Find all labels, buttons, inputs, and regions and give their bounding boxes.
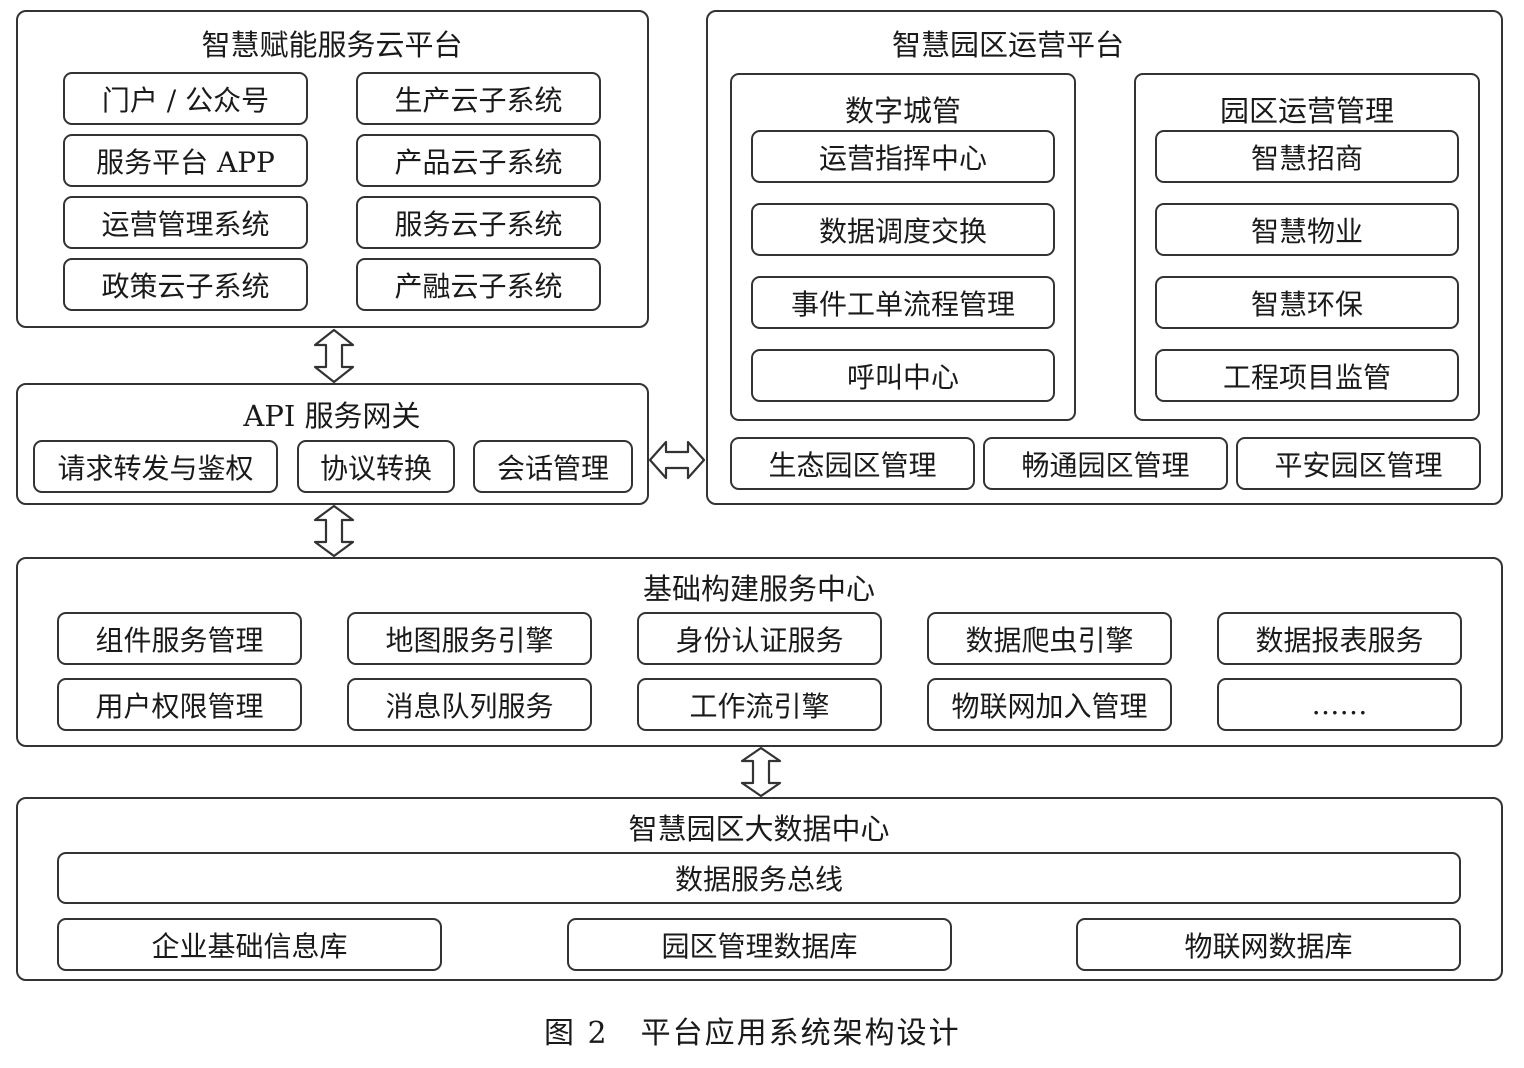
- command-center-box: 运营指挥中心: [751, 130, 1055, 183]
- smooth-park-box: 畅通园区管理: [983, 437, 1228, 490]
- protocol-convert-box: 协议转换: [297, 440, 455, 493]
- park-operations-title: 园区运营管理: [1219, 94, 1395, 128]
- infrastructure-title: 基础构建服务中心: [642, 572, 876, 606]
- finance-cloud-box: 产融云子系统: [356, 258, 601, 311]
- crawler-engine-box: 数据爬虫引擎: [927, 612, 1172, 665]
- digital-city-title: 数字城管: [844, 94, 962, 128]
- service-app-box: 服务平台 APP: [63, 134, 308, 187]
- production-cloud-box: 生产云子系统: [356, 72, 601, 125]
- request-forward-box: 请求转发与鉴权: [33, 440, 278, 493]
- portal-box: 门户 / 公众号: [63, 72, 308, 125]
- call-center-box: 呼叫中心: [751, 349, 1055, 402]
- enterprise-db-box: 企业基础信息库: [57, 918, 442, 971]
- eco-park-box: 生态园区管理: [730, 437, 975, 490]
- identity-auth-box: 身份认证服务: [637, 612, 882, 665]
- product-cloud-box: 产品云子系统: [356, 134, 601, 187]
- api-gateway-title: API 服务网关: [243, 399, 421, 433]
- cloud-platform-title: 智慧赋能服务云平台: [201, 28, 463, 62]
- policy-cloud-box: 政策云子系统: [63, 258, 308, 311]
- arrow-infrastructure-bigdata: [740, 746, 782, 798]
- map-engine-box: 地图服务引擎: [347, 612, 592, 665]
- service-cloud-box: 服务云子系统: [356, 196, 601, 249]
- big-data-title: 智慧园区大数据中心: [628, 812, 890, 846]
- operations-platform-title: 智慧园区运营平台: [891, 28, 1125, 62]
- figure-caption: 图 2 平台应用系统架构设计: [544, 1016, 961, 1051]
- arrow-api-infrastructure: [313, 504, 355, 558]
- smart-environment-box: 智慧环保: [1155, 276, 1459, 329]
- data-exchange-box: 数据调度交换: [751, 203, 1055, 256]
- park-management-db-box: 园区管理数据库: [567, 918, 952, 971]
- operation-management-box: 运营管理系统: [63, 196, 308, 249]
- iot-db-box: 物联网数据库: [1076, 918, 1461, 971]
- project-supervision-box: 工程项目监管: [1155, 349, 1459, 402]
- ellipsis-box: ……: [1217, 678, 1462, 731]
- work-order-box: 事件工单流程管理: [751, 276, 1055, 329]
- session-management-box: 会话管理: [473, 440, 633, 493]
- smart-property-box: 智慧物业: [1155, 203, 1459, 256]
- arrow-api-operations: [648, 440, 706, 480]
- workflow-engine-box: 工作流引擎: [637, 678, 882, 731]
- component-service-box: 组件服务管理: [57, 612, 302, 665]
- safe-park-box: 平安园区管理: [1236, 437, 1481, 490]
- smart-investment-box: 智慧招商: [1155, 130, 1459, 183]
- iot-access-box: 物联网加入管理: [927, 678, 1172, 731]
- data-bus-box: 数据服务总线: [57, 852, 1461, 904]
- report-service-box: 数据报表服务: [1217, 612, 1462, 665]
- arrow-cloud-api: [313, 328, 355, 384]
- user-permission-box: 用户权限管理: [57, 678, 302, 731]
- message-queue-box: 消息队列服务: [347, 678, 592, 731]
